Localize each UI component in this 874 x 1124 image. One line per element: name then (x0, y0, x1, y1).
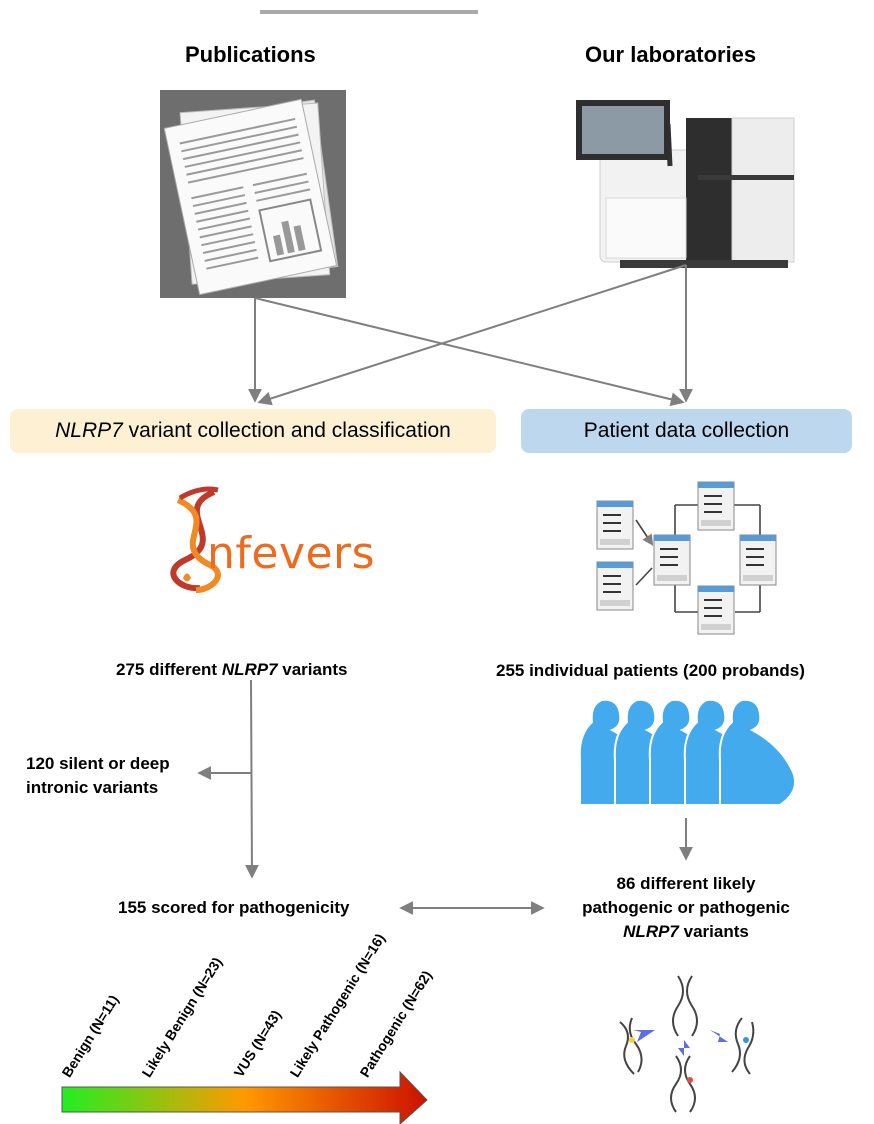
laboratories-heading: Our laboratories (585, 42, 757, 67)
document-stack-icon (160, 90, 346, 298)
scored-label: 155 scored for pathogenicity (118, 898, 350, 917)
excluded-variants-label: 120 silent or deep intronic variants (26, 754, 170, 797)
database-tables (596, 481, 777, 635)
sequencer-icon (576, 100, 795, 268)
variant-collection-label: variant collection and classification (122, 419, 451, 442)
publications-heading: Publications (185, 42, 316, 67)
infevers-logo: nfevers (207, 528, 376, 579)
variants-count-label: 275 different NLRP7 variants (116, 660, 348, 679)
pregnant-women-silhouettes-icon (578, 698, 796, 806)
dna-mutation-icon (619, 975, 755, 1113)
pathogenicity-gradient-arrow (61, 1070, 428, 1124)
variant-collection-gene: NLRP7 (55, 419, 123, 442)
variant-collection-box: NLRP7 variant collection and classificat… (10, 409, 496, 453)
patients-label: 255 individual patients (200 probands) (496, 661, 805, 680)
patient-data-box: Patient data collection (521, 409, 852, 453)
top-divider (260, 10, 478, 14)
likely-pathogenic-variants-label: 86 different likely pathogenic or pathog… (582, 874, 790, 941)
dna-helix-icon (170, 486, 221, 593)
database-schema-icon (635, 504, 761, 613)
